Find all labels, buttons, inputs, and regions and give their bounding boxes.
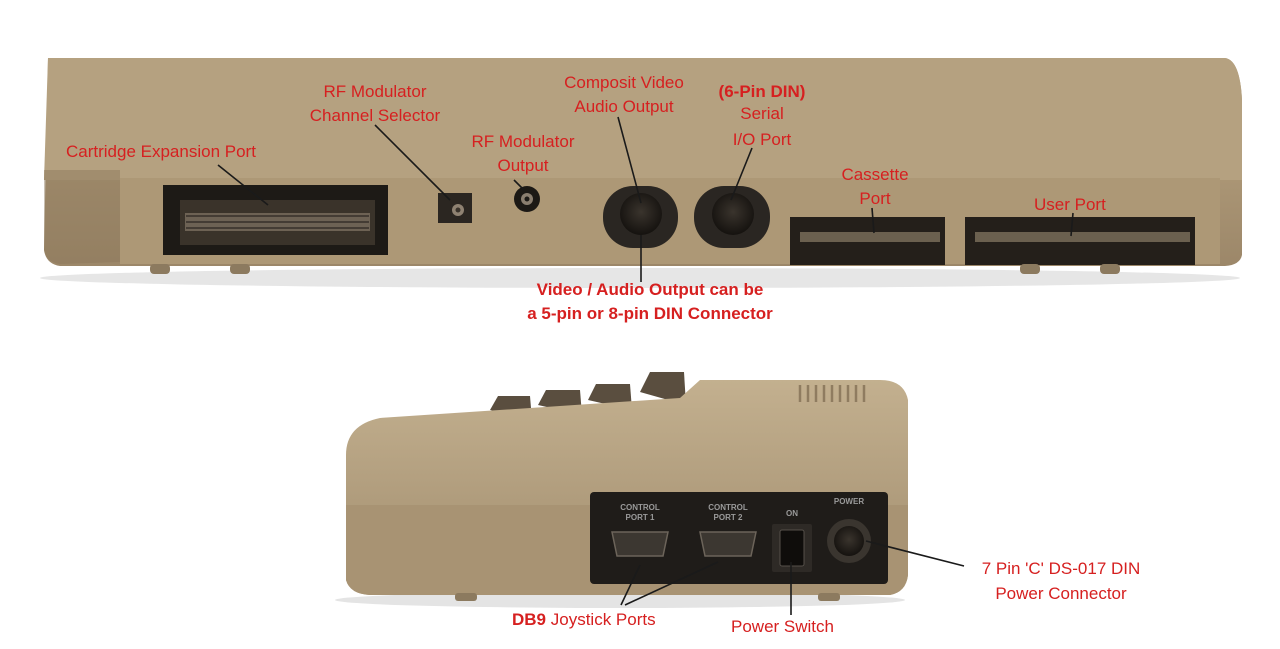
label-cassette-port: Cassette Port bbox=[825, 164, 925, 210]
label-video-audio-note: Video / Audio Output can be a 5-pin or 8… bbox=[500, 279, 800, 325]
control-port-1-text-b: PORT 1 bbox=[626, 513, 655, 522]
switch-on-text: ON bbox=[786, 509, 798, 518]
label-cassette-line2: Port bbox=[859, 189, 891, 208]
label-rf-channel-line2: Channel Selector bbox=[309, 106, 441, 125]
label-db9-prefix: DB9 bbox=[512, 610, 547, 629]
label-rf-output-line1: RF Modulator bbox=[471, 132, 575, 151]
control-port-2-text-b: PORT 2 bbox=[714, 513, 743, 522]
label-composite-line2: Audio Output bbox=[574, 97, 674, 116]
power-text: POWER bbox=[834, 497, 864, 506]
label-video-note-line2: a 5-pin or 8-pin DIN Connector bbox=[527, 304, 773, 323]
c64-rear-view bbox=[40, 58, 1242, 288]
c64-side-view: CONTROL PORT 1 CONTROL PORT 2 ON POWER bbox=[335, 372, 908, 608]
label-cassette-line1: Cassette bbox=[841, 165, 909, 184]
label-cartridge-expansion-port: Cartridge Expansion Port bbox=[66, 142, 256, 161]
label-db9-joystick-ports: DB9 Joystick Ports bbox=[512, 609, 656, 631]
cartridge-port-pins bbox=[185, 213, 370, 231]
label-rf-output-line2: Output bbox=[497, 156, 549, 175]
label-power-connector: 7 Pin 'C' DS-017 DIN Power Connector bbox=[966, 558, 1156, 605]
label-power-switch: Power Switch bbox=[731, 617, 834, 636]
label-user-port: User Port bbox=[1034, 195, 1106, 214]
label-composite-line1: Composit Video bbox=[564, 73, 684, 92]
label-serial-io-port: (6-Pin DIN) Serial I/O Port bbox=[708, 81, 816, 151]
control-port-2-text-a: CONTROL bbox=[708, 503, 748, 512]
label-serial-line1: Serial bbox=[740, 104, 784, 123]
pointer-lines bbox=[217, 116, 1074, 615]
control-port-1-text-a: CONTROL bbox=[620, 503, 660, 512]
label-rf-modulator-channel-selector: RF Modulator Channel Selector bbox=[300, 81, 450, 127]
label-video-note-line1: Video / Audio Output can be bbox=[536, 280, 764, 299]
label-power-connector-line2: Power Connector bbox=[995, 584, 1127, 603]
label-serial-line2: I/O Port bbox=[732, 130, 792, 149]
label-composite-video-audio-output: Composit Video Audio Output bbox=[556, 72, 692, 118]
label-rf-modulator-output: RF Modulator Output bbox=[458, 131, 588, 177]
label-serial-din: (6-Pin DIN) bbox=[718, 82, 806, 101]
label-power-connector-line1: 7 Pin 'C' DS-017 DIN bbox=[981, 559, 1141, 578]
label-joystick-ports-text: Joystick Ports bbox=[550, 610, 656, 629]
label-rf-channel-line1: RF Modulator bbox=[323, 82, 427, 101]
